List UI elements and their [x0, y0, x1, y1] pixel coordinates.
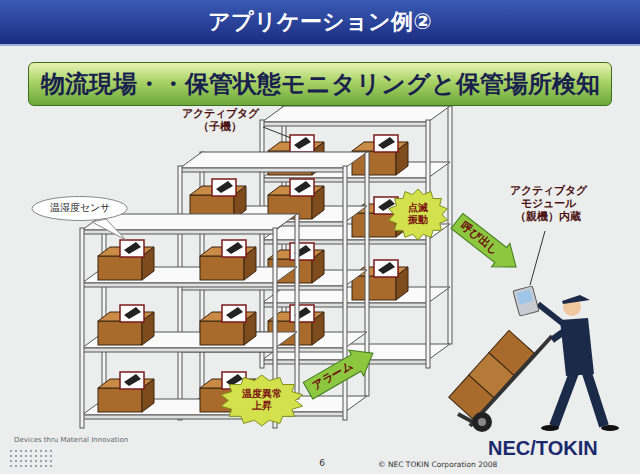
alert-text: 点滅 振動 [408, 202, 428, 226]
module-label: アクティブタグ モジュール （親機）内蔵 [510, 184, 587, 224]
alert-starburst-shape [389, 189, 448, 240]
subtitle-text: 物流現場・・保管状態モニタリングと保管場所検知 [41, 70, 600, 99]
leader-lines [263, 127, 545, 285]
sensor-label: 温湿度センサ [50, 202, 110, 214]
alert-starburst: 温度異常 上昇 [220, 375, 304, 426]
company-logo: NEC/TOKIN [488, 436, 598, 460]
tagged-box [98, 240, 154, 280]
call-arrow: 呼び出し [447, 209, 525, 279]
tagged-box [352, 260, 408, 300]
dot-grid [8, 448, 52, 470]
tagged-box [98, 372, 154, 412]
tagged-box [268, 179, 324, 219]
page-number: 6 [319, 458, 325, 469]
tagged-box [190, 179, 246, 219]
front-shelf [80, 214, 299, 428]
alert-starburst-shape [221, 375, 303, 426]
call-arrow-shape [447, 209, 525, 279]
sensor-bubble-shape [32, 196, 127, 220]
worker-figure [538, 295, 619, 431]
bubble-tail [92, 219, 126, 240]
alert-text: 温度異常 上昇 [242, 388, 282, 412]
handheld-device [513, 286, 539, 316]
subtitle-band: 物流現場・・保管状態モニタリングと保管場所検知 [28, 62, 612, 106]
copyright: © NEC TOKIN Corporation 2008 [378, 460, 497, 469]
tagged-box [200, 305, 256, 345]
footer-tagline: Devices thru Material Innovation [14, 436, 128, 444]
alert-starburst: 点滅 振動 [388, 189, 448, 240]
tagged-box [98, 305, 154, 345]
tagged-box [200, 240, 256, 280]
alarm-arrow-shape [300, 340, 380, 403]
hand-truck [449, 330, 552, 432]
back-shelf [260, 106, 452, 368]
sensor-bubble: 温湿度センサ [31, 196, 128, 221]
tag-label: アクティブタグ （子機） [182, 107, 259, 133]
header-band: アプリケーション例② [0, 0, 640, 46]
slide-title: アプリケーション例② [208, 7, 432, 37]
